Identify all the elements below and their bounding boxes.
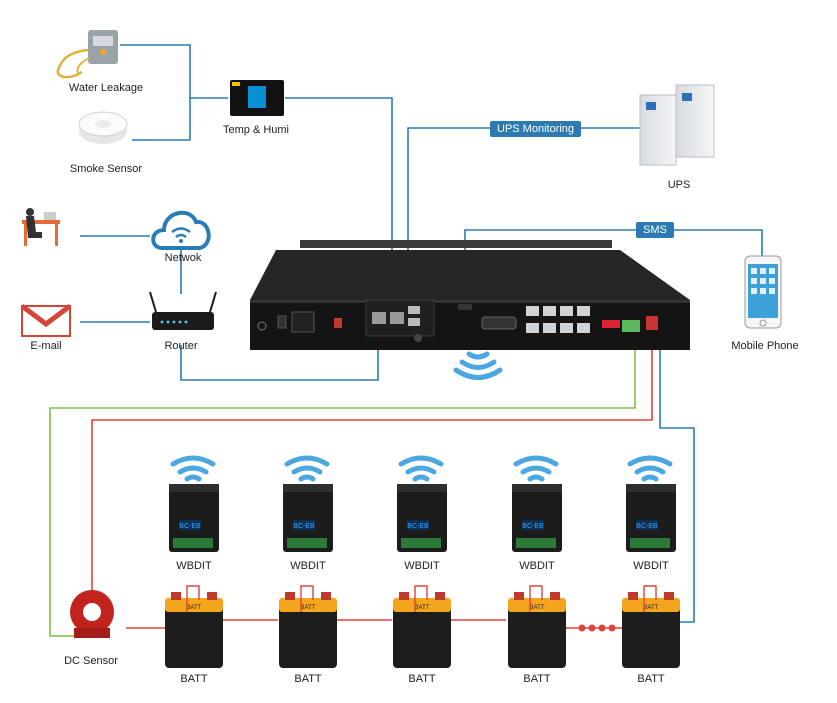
battery: BATT xyxy=(279,585,337,668)
smoke-sensor-label: Smoke Sensor xyxy=(69,163,143,175)
wbdit-wifi-icon xyxy=(284,455,330,482)
negative-line xyxy=(91,330,653,596)
wbdit-module: BC-EB xyxy=(283,484,333,552)
temp-humi-sensor xyxy=(230,80,284,116)
wbdit-wifi-icon xyxy=(170,455,216,482)
batt-label: BATT xyxy=(523,673,551,685)
temp-humi-line xyxy=(285,97,393,306)
sms-tag: SMS xyxy=(636,222,674,238)
water-leakage-label: Water Leakage xyxy=(68,82,144,94)
battery-top-label: BATT xyxy=(644,605,659,611)
water-leakage-sensor xyxy=(56,30,118,79)
battery-units: BATT BATT BATT BATT BATT xyxy=(165,585,680,668)
wbdit-units: BC-EB BC-EB BC-EB BC-EB BC-EB xyxy=(169,455,676,552)
wbdit-module-text: BC-EB xyxy=(407,523,429,530)
dc-sensor xyxy=(70,590,114,638)
batt-label: BATT xyxy=(180,673,208,685)
dc-sensor-label: DC Sensor xyxy=(64,655,118,667)
gmail-icon xyxy=(20,304,72,337)
battery-top-label: BATT xyxy=(301,605,316,611)
ups-monitoring-tag: UPS Monitoring xyxy=(490,121,582,137)
temp-humi-label: Temp & Humi xyxy=(222,124,290,136)
battery-bus-data-line xyxy=(659,330,695,623)
power-connections xyxy=(49,330,653,637)
email-label: E-mail xyxy=(30,340,62,352)
battery: BATT xyxy=(393,585,451,668)
battery-dots xyxy=(578,624,616,632)
ups-unit xyxy=(639,84,715,166)
router-label: Router xyxy=(164,340,198,352)
battery-top-label: BATT xyxy=(530,605,545,611)
batt-label: BATT xyxy=(408,673,436,685)
battery-top-label: BATT xyxy=(415,605,430,611)
main-controller xyxy=(250,240,690,350)
smoke-sensor xyxy=(78,111,128,144)
wbdit-module-text: BC-EB xyxy=(293,523,315,530)
wbdit-label: WBDIT xyxy=(633,560,669,572)
router-line xyxy=(180,322,379,381)
mobile-phone-icon xyxy=(744,255,782,329)
wbdit-module: BC-EB xyxy=(169,484,219,552)
wbdit-wifi-icon xyxy=(513,455,559,482)
wbdit-module: BC-EB xyxy=(512,484,562,552)
network-label: Netwok xyxy=(164,252,202,264)
batt-label: BATT xyxy=(637,673,665,685)
controller-wifi-icon xyxy=(453,351,503,380)
wbdit-wifi-icon xyxy=(627,455,673,482)
office-user-icon xyxy=(22,208,60,246)
battery: BATT xyxy=(622,585,680,668)
water-leakage-line xyxy=(120,44,228,99)
wbdit-module-text: BC-EB xyxy=(636,523,658,530)
positive-line xyxy=(49,330,636,637)
wbdit-label: WBDIT xyxy=(519,560,555,572)
cloud-icon xyxy=(151,210,211,250)
wbdit-module-text: BC-EB xyxy=(522,523,544,530)
wbdit-wifi-icon xyxy=(398,455,444,482)
batt-label: BATT xyxy=(294,673,322,685)
mobile-phone-label: Mobile Phone xyxy=(731,340,799,352)
ups-label: UPS xyxy=(667,179,691,191)
wbdit-label: WBDIT xyxy=(176,560,212,572)
smoke-sensor-line xyxy=(132,98,191,141)
battery: BATT xyxy=(165,585,223,668)
battery-top-label: BATT xyxy=(187,605,202,611)
wbdit-module-text: BC-EB xyxy=(179,523,201,530)
wbdit-module: BC-EB xyxy=(397,484,447,552)
battery: BATT xyxy=(508,585,566,668)
wbdit-module: BC-EB xyxy=(626,484,676,552)
wbdit-label: WBDIT xyxy=(290,560,326,572)
router-icon xyxy=(149,291,217,330)
wbdit-label: WBDIT xyxy=(404,560,440,572)
